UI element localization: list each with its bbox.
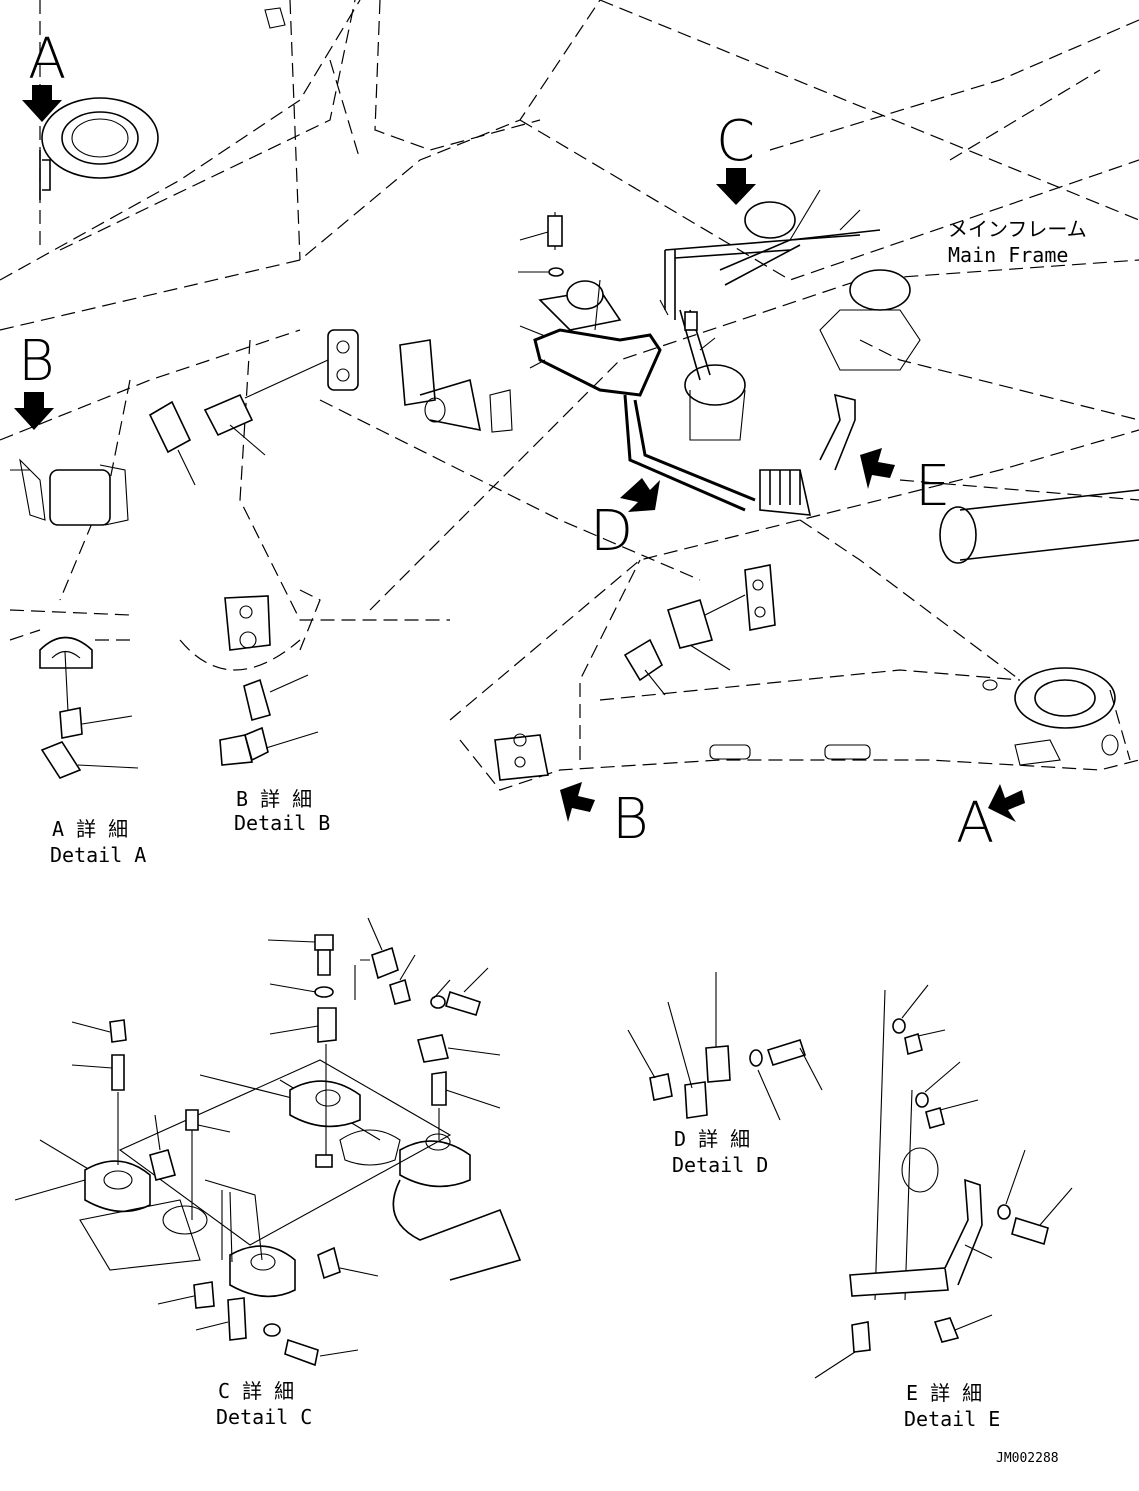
- frame-socket-top-left: [39, 7, 286, 200]
- central-manifold: [518, 189, 911, 516]
- leader-lines: [594, 279, 716, 351]
- arrow-b-bottom-icon: [560, 782, 595, 822]
- detail-c-title-ja: C 詳 細: [218, 1379, 294, 1403]
- arrow-d-icon: [620, 478, 660, 512]
- arrow-a-bottom-icon: [988, 784, 1025, 822]
- detail-b-title-ja: B 詳 細: [236, 787, 312, 811]
- detail-d-drawing: [627, 972, 823, 1121]
- arrow-a-top-icon: [22, 85, 62, 122]
- frame-lower-sockets: [494, 564, 1119, 781]
- detail-a-title-en: Detail A: [50, 843, 146, 867]
- view-letter-c-top: C: [716, 109, 755, 174]
- arrow-b-left-icon: [14, 392, 54, 430]
- detail-c-title-en: Detail C: [216, 1405, 312, 1429]
- arrow-c-top-icon: [716, 168, 756, 205]
- view-letter-a-top: A: [28, 27, 66, 92]
- view-letter-a-bottom: A: [956, 791, 994, 856]
- detail-e-title-ja: E 詳 細: [906, 1381, 982, 1405]
- detail-e-drawing: [814, 984, 1073, 1379]
- view-arrows: [14, 85, 1025, 822]
- axle-right: [819, 309, 1139, 564]
- drawing-number: JM002288: [996, 1451, 1059, 1466]
- view-letter-d: D: [590, 499, 633, 564]
- detail-e-title-en: Detail E: [904, 1407, 1000, 1431]
- main-frame-label-ja: メインフレーム: [948, 217, 1087, 241]
- detail-c-drawing: [14, 917, 522, 1367]
- view-letter-e: E: [915, 454, 950, 519]
- detail-b-title-en: Detail B: [234, 811, 330, 835]
- detail-d-title-en: Detail D: [672, 1153, 768, 1177]
- view-letter-b-left: B: [18, 329, 55, 394]
- main-frame-label-en: Main Frame: [948, 243, 1068, 267]
- detail-b-drawing: [179, 589, 321, 766]
- view-letter-b-bottom: B: [612, 787, 649, 852]
- arrow-e-icon: [860, 448, 895, 489]
- detail-d-title-ja: D 詳 細: [674, 1127, 750, 1151]
- main-frame-outline: [0, 0, 1139, 791]
- detail-a-drawing: [9, 609, 139, 779]
- b-fittings-main: [148, 359, 329, 486]
- detail-a-title-ja: A 詳 細: [52, 817, 128, 841]
- frame-roller-left: [10, 458, 129, 526]
- frame-mount-center: [327, 329, 513, 433]
